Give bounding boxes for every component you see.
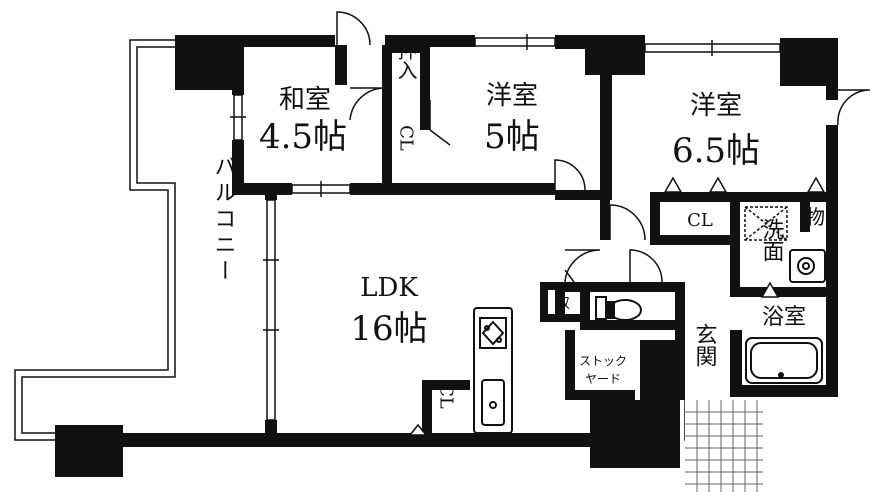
genkan-label: 玄関: [692, 323, 717, 367]
shu-label: 収: [556, 296, 570, 312]
bathtub: [745, 337, 823, 384]
senmen-label: 洗面: [759, 218, 785, 262]
walls: [55, 35, 838, 477]
cl-small-label: CL: [396, 125, 417, 151]
cl-main-label: CL: [687, 210, 713, 231]
ldk-size: 16帖: [350, 309, 427, 349]
kitchen-counter: [473, 307, 513, 434]
washitsu-size: 4.5帖: [259, 117, 347, 157]
washitsu-name: 和室: [279, 85, 331, 115]
stock-label-2: ヤード: [585, 372, 621, 386]
yoshitsu2-name: 洋室: [690, 91, 742, 121]
windows: [230, 34, 781, 421]
yoshitsu1-name: 洋室: [486, 81, 538, 111]
wash-basin: [789, 249, 826, 283]
balcony-outline: [14, 39, 182, 441]
oshiire-label: 押入: [394, 40, 418, 80]
doors: [336, 11, 871, 441]
washer-spot: [744, 206, 788, 241]
yoshitsu2-size: 6.5帖: [672, 131, 760, 171]
balcony-label: バルコニー: [211, 155, 236, 285]
mono-label: 物: [805, 205, 825, 229]
yokushitsu-label: 浴室: [762, 305, 806, 330]
closet-markers: [408, 176, 826, 436]
cl-kitchen-label: CL: [436, 383, 457, 409]
stock-label-1: ストック: [579, 354, 627, 368]
ldk-name: LDK: [360, 273, 418, 303]
yoshitsu1-size: 5帖: [484, 117, 540, 157]
toilet: [595, 296, 642, 321]
genkan-tile: [685, 400, 763, 492]
